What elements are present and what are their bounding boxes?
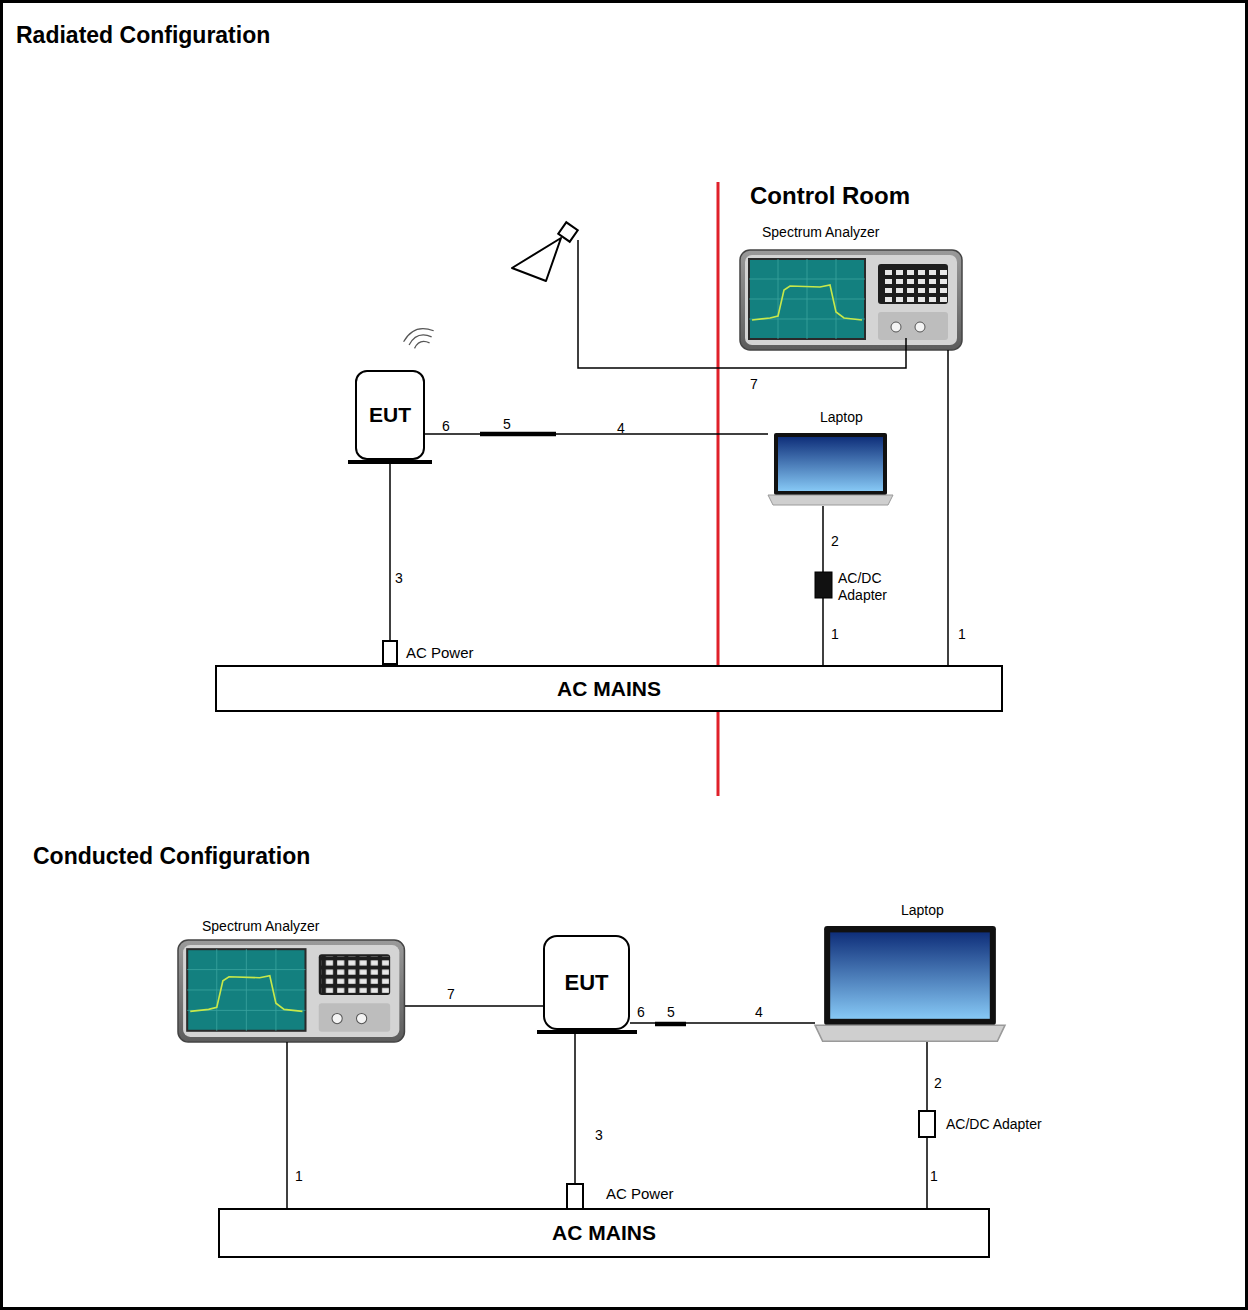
callout-number: 4: [617, 420, 625, 436]
laptop: Laptop: [768, 433, 893, 506]
device-caption: AC Power: [406, 644, 474, 662]
cable-line: [286, 1042, 288, 1208]
device-caption: Spectrum Analyzer: [762, 224, 880, 241]
callout-number: 1: [295, 1168, 303, 1184]
device-caption: Spectrum Analyzer: [202, 918, 320, 935]
spectrum-analyzer: Spectrum Analyzer: [178, 940, 405, 1042]
callout-number: 6: [442, 418, 450, 434]
cable-line: [630, 1022, 815, 1024]
node-label: EUT: [369, 403, 411, 427]
callout-number: 2: [831, 533, 839, 549]
cable-line: [389, 460, 391, 640]
cable-line: [926, 1042, 928, 1110]
callout-number: 1: [958, 626, 966, 642]
cable-line: [405, 1005, 543, 1007]
node-label: AC MAINS: [557, 677, 661, 701]
cable-line: [822, 598, 824, 665]
ac-power-plug: AC Power: [566, 1183, 584, 1210]
eut-box: EUT: [355, 370, 425, 460]
cable-line: [822, 506, 824, 572]
callout-number: 4: [755, 1004, 763, 1020]
callout-number: 7: [750, 376, 758, 392]
ac-mains-bar: AC MAINS: [215, 665, 1003, 712]
ac-dc-adapter: AC/DC Adapter: [918, 1110, 936, 1138]
eut-box: EUT: [543, 935, 630, 1030]
cable-line: [574, 1030, 576, 1183]
spectrum-analyzer: Spectrum Analyzer: [740, 250, 962, 350]
callout-number: 3: [595, 1127, 603, 1143]
callout-number: 6: [637, 1004, 645, 1020]
callout-number: 1: [930, 1168, 938, 1184]
cable-line: [425, 433, 768, 435]
cable-line: [926, 1138, 928, 1208]
ac-dc-adapter: AC/DC Adapter: [815, 572, 832, 598]
device-caption: AC Power: [606, 1185, 674, 1203]
laptop: Laptop: [815, 926, 1005, 1042]
callout-number: 3: [395, 570, 403, 586]
ac-power-plug: AC Power: [382, 640, 398, 665]
device-caption: Laptop: [901, 902, 944, 919]
device-caption: AC/DC Adapter: [838, 570, 908, 604]
callout-number: 7: [447, 986, 455, 1002]
ac-mains-bar: AC MAINS: [218, 1208, 990, 1258]
section-title: Conducted Configuration: [33, 843, 310, 870]
callout-number: 5: [667, 1004, 675, 1020]
callout-number: 1: [831, 626, 839, 642]
callout-number: 5: [503, 416, 511, 432]
region-label: Control Room: [750, 182, 910, 210]
node-label: AC MAINS: [552, 1221, 656, 1245]
section-title: Radiated Configuration: [16, 22, 270, 49]
node-label: EUT: [565, 970, 609, 996]
device-caption: Laptop: [820, 409, 863, 426]
device-caption: AC/DC Adapter: [946, 1116, 1042, 1133]
callout-number: 2: [934, 1075, 942, 1091]
cable-line: [947, 350, 949, 665]
